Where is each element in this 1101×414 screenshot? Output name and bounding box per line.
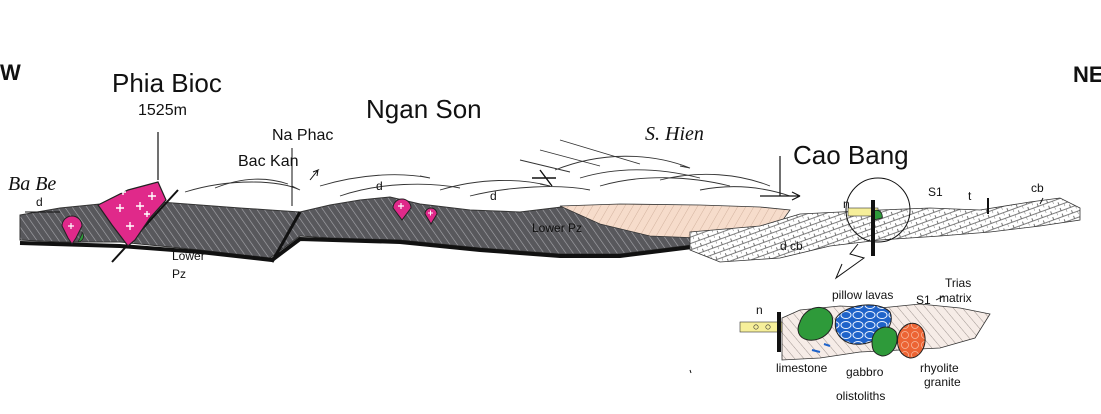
inset-label-n: n (756, 304, 763, 316)
orientation-right: NE (1073, 64, 1101, 86)
orientation-left: W (0, 62, 21, 84)
label-ngan-son: Ngan Son (366, 96, 482, 122)
unit-d-cb: d cb (780, 240, 803, 252)
label-s-hien: S. Hien (645, 124, 704, 144)
inset-leader (836, 244, 864, 278)
label-phia-bioc: Phia Bioc (112, 70, 222, 96)
inset-label-trias: Trias (945, 277, 971, 289)
unit-d-2: d (376, 180, 383, 192)
unit-cb: cb (1031, 182, 1044, 194)
label-phia-bioc-elevation: 1525m (138, 103, 187, 119)
unit-d-3: d (490, 190, 497, 202)
unit-lower: Lower (172, 250, 205, 262)
inset-label-matrix: matrix (939, 292, 972, 304)
rhyolite-block (898, 323, 926, 358)
label-bac-kan: Bac Kan (238, 154, 298, 170)
label-cao-bang: Cao Bang (793, 142, 909, 168)
unit-lower-pz: Lower Pz (532, 222, 582, 234)
label-na-phac: Na Phac (272, 128, 333, 144)
inset-label-limestone: limestone (776, 362, 827, 374)
unit-d-1: d (36, 196, 43, 208)
inset-label-pillow-lavas: pillow lavas (832, 289, 893, 301)
label-ba-be: Ba Be (8, 174, 56, 194)
unit-s1: S1 (928, 186, 943, 198)
unit-pz: Pz (172, 268, 186, 280)
inset-label-granite: granite (924, 376, 961, 388)
inset-label-olistoliths: olistoliths (836, 390, 885, 402)
inset-label-gabbro: gabbro (846, 366, 883, 378)
unit-n: n (843, 198, 850, 210)
inset-label-s1: S1 (916, 294, 931, 306)
unit-t: t (968, 190, 971, 202)
inset-label-rhyolite: rhyolite (920, 362, 959, 374)
gabbro-block (872, 327, 897, 356)
